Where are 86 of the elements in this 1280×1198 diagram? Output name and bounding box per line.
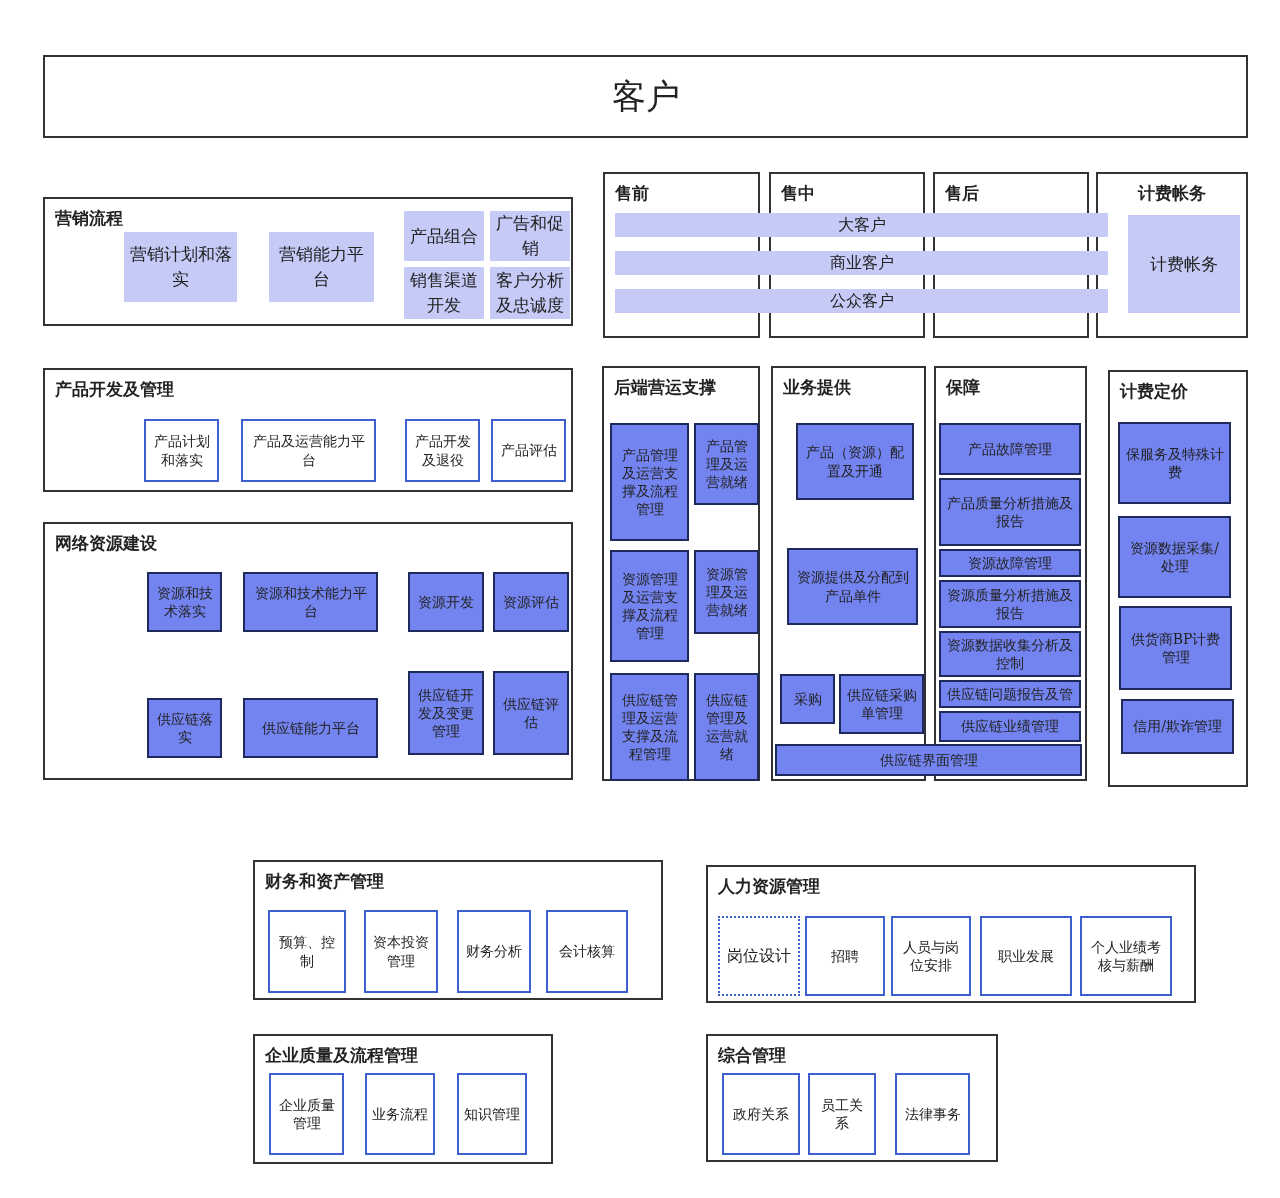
process-box: 计费帐务	[1128, 215, 1240, 313]
process-box: 个人业绩考核与薪酬	[1080, 916, 1172, 996]
process-box: 职业发展	[980, 916, 1072, 996]
process-box: 业务流程	[365, 1073, 435, 1155]
process-box: 营销能力平台	[269, 232, 374, 302]
process-box: 产品质量分析措施及报告	[939, 478, 1081, 546]
process-box: 产品开发及退役	[405, 419, 480, 482]
process-box: 供应链能力平台	[243, 698, 378, 758]
process-box: 产品计划和落实	[144, 419, 219, 482]
group-panel	[253, 1034, 553, 1164]
process-box: 产品（资源）配置及开通	[796, 423, 914, 500]
panel-heading: 计费帐务	[1136, 182, 1207, 205]
process-box: 政府关系	[722, 1073, 800, 1155]
process-box: 供应链问题报告及管	[939, 680, 1081, 708]
process-box: 产品评估	[491, 419, 566, 482]
panel-heading: 综合管理	[718, 1044, 786, 1067]
process-box: 供应链管理及运营支撑及流程管理	[610, 673, 689, 781]
process-box: 员工关系	[808, 1073, 876, 1155]
process-box: 资本投资管理	[364, 910, 438, 993]
panel-heading: 产品开发及管理	[55, 378, 174, 401]
process-box: 资源质量分析措施及报告	[939, 580, 1081, 628]
process-box: 资源管理及运营支撑及流程管理	[610, 550, 689, 662]
process-box: 供应链评估	[493, 671, 569, 755]
group-panel	[43, 522, 573, 780]
panel-heading: 后端营运支撑	[614, 376, 716, 399]
panel-heading: 人力资源管理	[718, 875, 820, 898]
process-box: 供应链管理及运营就绪	[694, 673, 759, 781]
process-box: 资源评估	[493, 572, 569, 632]
process-box: 资源和技术能力平台	[243, 572, 378, 632]
process-box: 供货商BP计费管理	[1119, 606, 1232, 690]
group-panel	[43, 368, 573, 492]
process-box: 产品管理及运营支撑及流程管理	[610, 423, 689, 541]
group-panel	[253, 860, 663, 1000]
process-box: 资源数据采集/处理	[1118, 516, 1231, 598]
panel-heading: 计费定价	[1120, 380, 1188, 403]
process-box: 知识管理	[457, 1073, 527, 1155]
panel-heading: 保障	[946, 376, 980, 399]
process-box: 供应链业绩管理	[939, 711, 1081, 742]
process-box: 供应链采购单管理	[839, 674, 924, 734]
process-box: 预算、控制	[268, 910, 346, 993]
process-box: 会计核算	[546, 910, 628, 993]
customer-band: 公众客户	[615, 289, 1108, 313]
process-box: 资源管理及运营就绪	[694, 550, 759, 634]
process-box: 招聘	[805, 916, 885, 996]
process-box: 产品故障管理	[939, 423, 1081, 475]
process-box: 供应链界面管理	[775, 744, 1082, 776]
process-box: 广告和促销	[490, 211, 570, 261]
process-box: 供应链开发及变更管理	[408, 671, 484, 755]
title-box: 客户	[43, 55, 1248, 138]
process-box: 资源开发	[408, 572, 484, 632]
group-panel	[706, 865, 1196, 1003]
process-box: 财务分析	[457, 910, 531, 993]
process-box: 资源提供及分配到产品单件	[787, 548, 918, 625]
process-box: 客户分析及忠诚度	[490, 267, 570, 319]
process-box: 岗位设计	[718, 916, 800, 996]
process-box: 营销计划和落实	[124, 232, 237, 302]
panel-heading: 售前	[615, 182, 649, 205]
process-box: 信用/欺诈管理	[1121, 699, 1234, 754]
panel-heading: 企业质量及流程管理	[265, 1044, 418, 1067]
process-box: 采购	[780, 674, 835, 724]
process-box: 产品组合	[404, 211, 484, 261]
group-panel	[934, 366, 1087, 781]
process-box: 资源和技术落实	[147, 572, 222, 632]
panel-heading: 财务和资产管理	[265, 870, 384, 893]
process-box: 产品及运营能力平台	[241, 419, 376, 482]
process-box: 保服务及特殊计费	[1118, 422, 1231, 504]
group-panel	[602, 366, 760, 781]
group-panel	[706, 1034, 998, 1162]
process-box: 销售渠道开发	[404, 267, 484, 319]
process-box: 产品管理及运营就绪	[694, 423, 759, 505]
customer-band: 商业客户	[615, 251, 1108, 275]
panel-heading: 售中	[781, 182, 815, 205]
panel-heading: 营销流程	[55, 207, 123, 230]
panel-heading: 售后	[945, 182, 979, 205]
group-panel	[1096, 172, 1248, 338]
panel-heading: 网络资源建设	[55, 532, 157, 555]
panel-heading: 业务提供	[783, 376, 851, 399]
process-box: 企业质量管理	[269, 1073, 344, 1155]
process-box: 供应链落实	[147, 698, 222, 758]
process-box: 资源数据收集分析及控制	[939, 631, 1081, 677]
group-panel	[43, 197, 573, 326]
customer-band: 大客户	[615, 213, 1108, 237]
process-box: 资源故障管理	[939, 549, 1081, 577]
process-box: 人员与岗位安排	[891, 916, 971, 996]
process-box: 法律事务	[895, 1073, 970, 1155]
group-panel	[1108, 370, 1248, 787]
